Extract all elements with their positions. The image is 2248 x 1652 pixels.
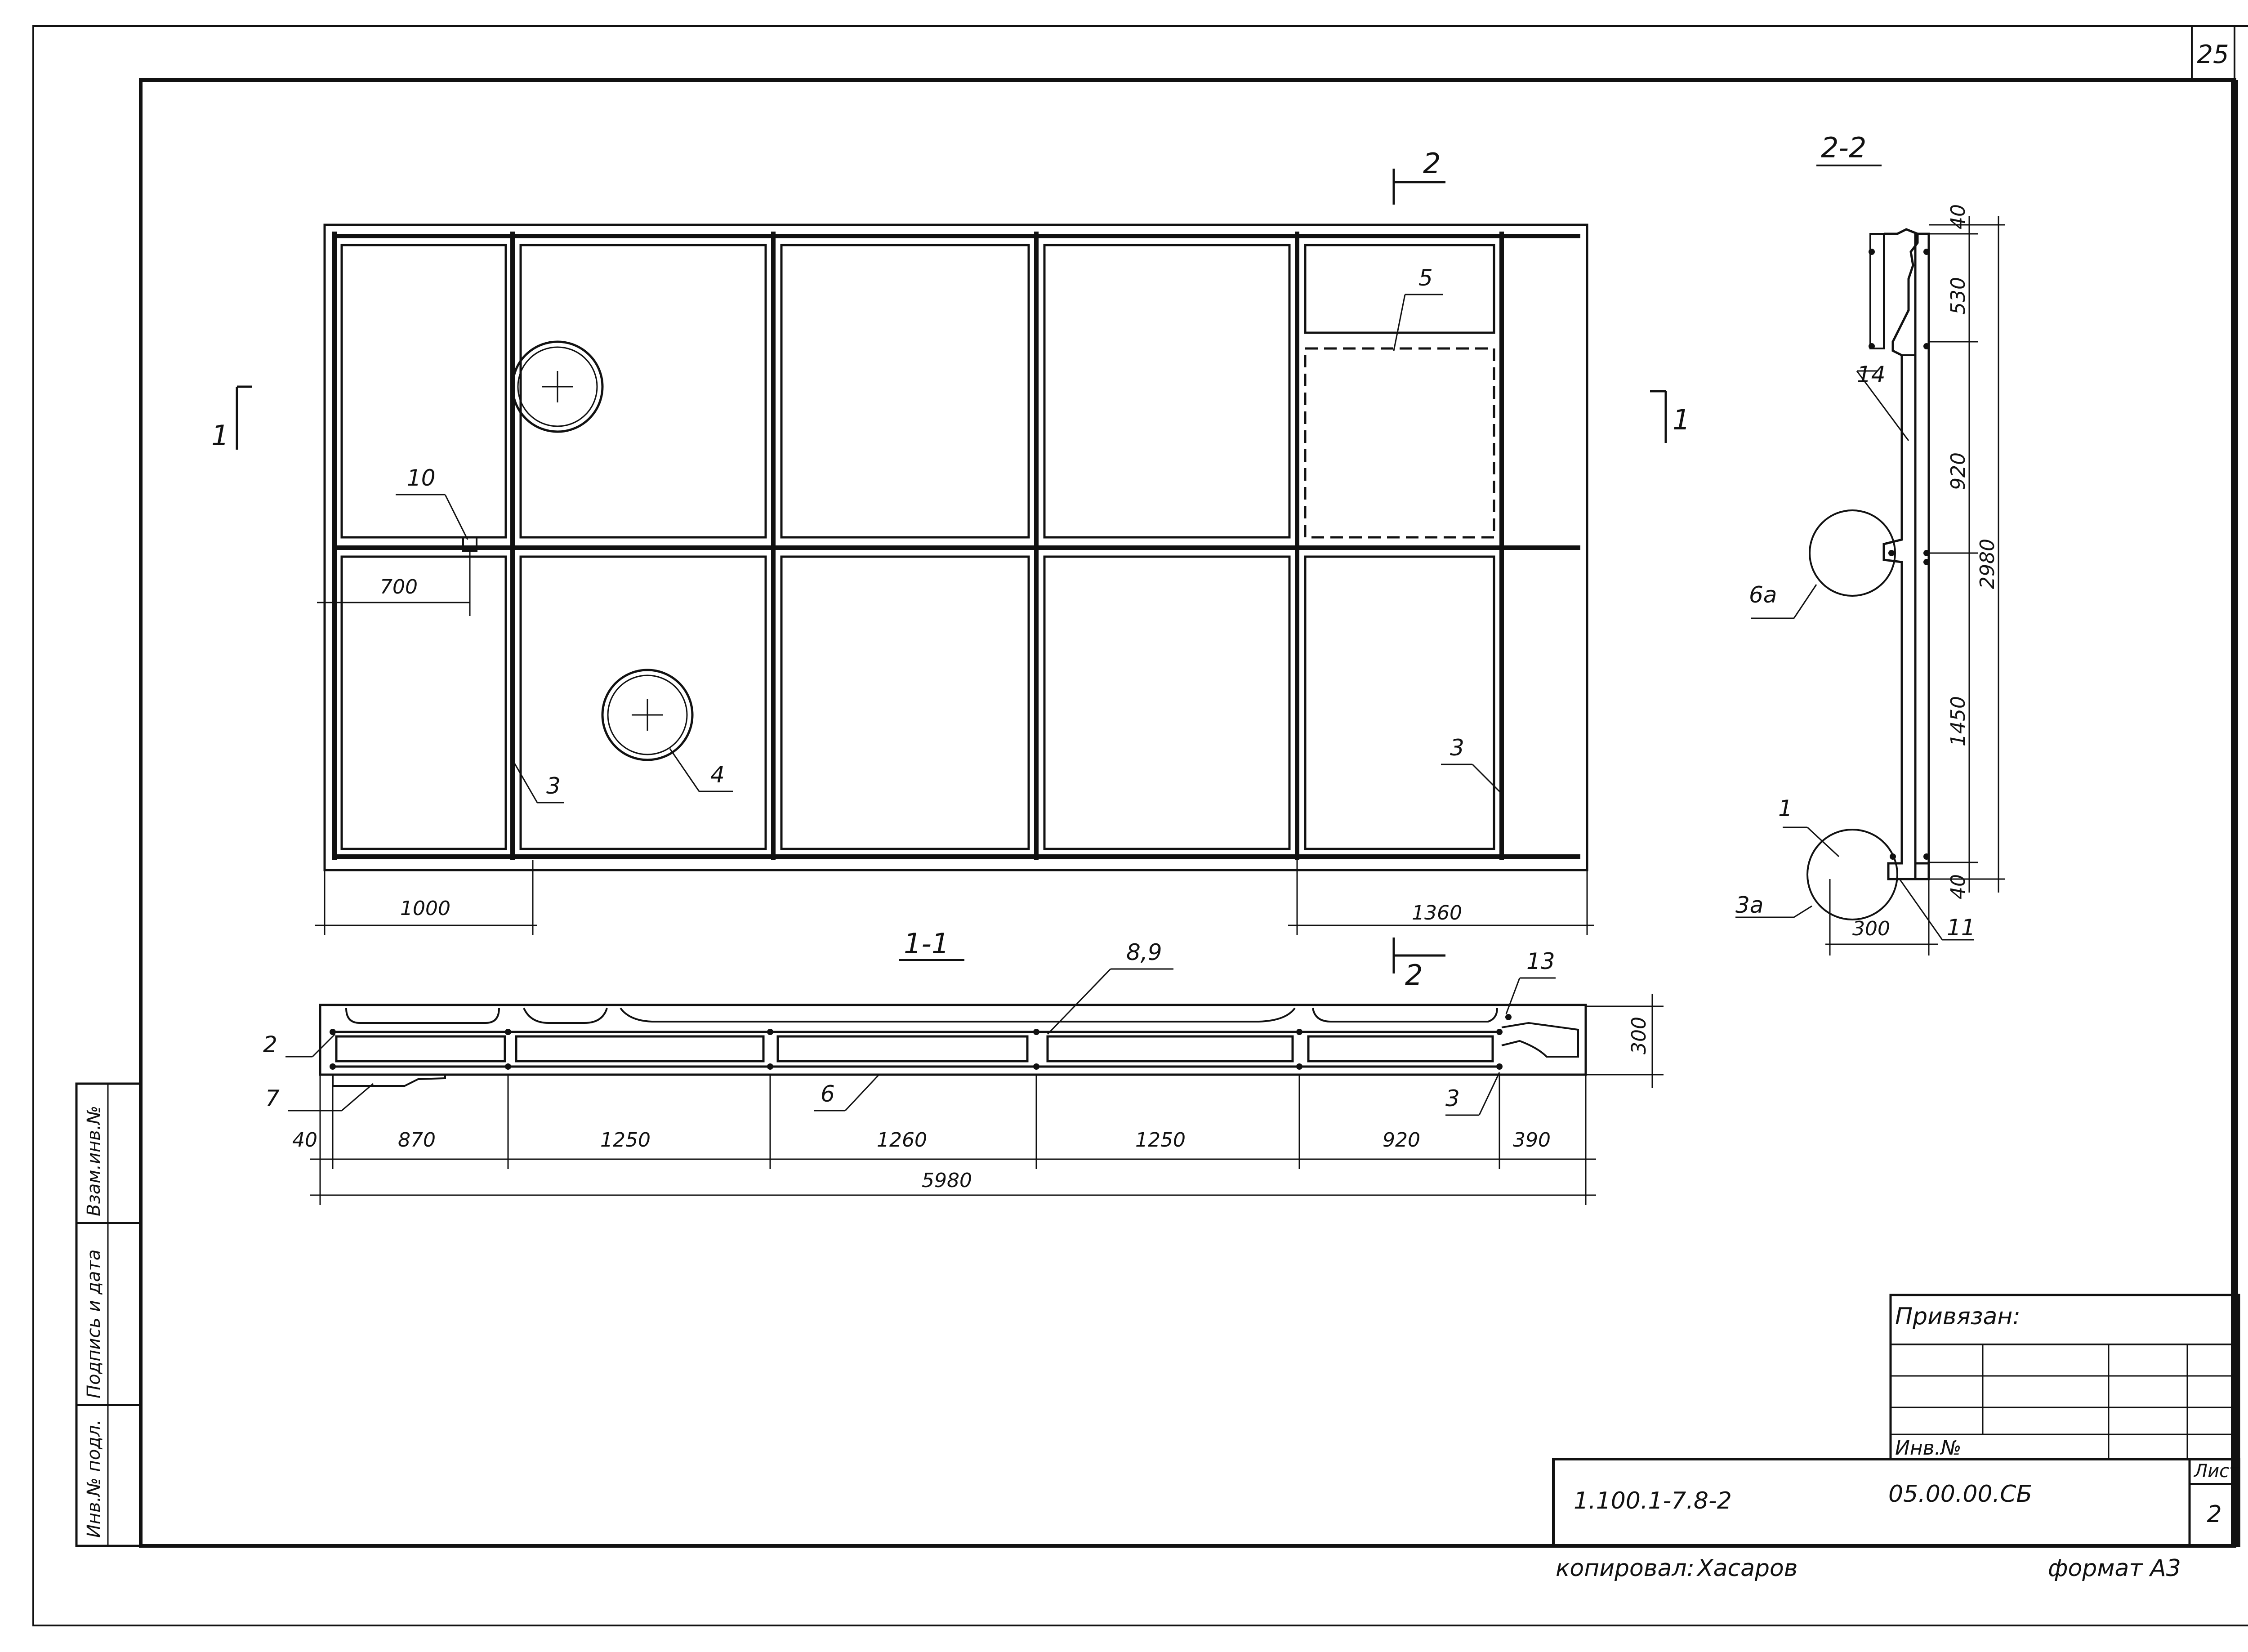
callout-3-left: 3	[546, 773, 561, 799]
callout-3-right: 3	[1450, 735, 1464, 761]
round-openings	[511, 340, 694, 761]
dim-2-2-920: 920	[1947, 452, 1970, 490]
copied-by-label: копировал:	[1556, 1555, 1695, 1582]
title-project-code: 1.100.1-7.8-2	[1574, 1487, 1732, 1514]
callout-13: 13	[1526, 948, 1555, 974]
detail-circle-6a	[1809, 509, 1896, 597]
dim-total-5980: 5980	[922, 1169, 972, 1192]
callout-2: 2	[263, 1031, 277, 1058]
format-label: формат А3	[2048, 1555, 2181, 1582]
callout-3a: 3а	[1735, 892, 1763, 918]
dim-plan-right-1360: 1360	[1412, 902, 1462, 924]
title-sheet-label: Лист	[2193, 1461, 2240, 1482]
section-1-1-cells	[333, 1031, 1502, 1068]
section-mark-2-bottom: 2	[1405, 959, 1423, 991]
plan-outline	[323, 223, 1588, 871]
plan-ribs	[332, 232, 1580, 860]
section-2-2: 2-2 14 6а 1 3а	[1735, 131, 2005, 955]
side-stamp-vzam-inv: Взам.инв.№	[84, 1106, 104, 1216]
plan-panels	[340, 244, 1495, 850]
round-opening	[601, 669, 694, 761]
panel-cell	[1043, 555, 1291, 850]
callout-10: 10	[407, 465, 436, 491]
callout-11: 11	[1947, 915, 1976, 941]
plan-view: 10 5 3 4 3 1 1 2 2	[211, 147, 1690, 991]
outer-trim-border	[32, 25, 2248, 1626]
panel-cell	[340, 555, 507, 850]
side-stamp-signature-date: Подпись и дата	[84, 1250, 104, 1398]
callout-5: 5	[1418, 265, 1433, 291]
panel-cell	[780, 244, 1030, 539]
main-title-cell	[1552, 1458, 2240, 1547]
sheet-frame: 25	[32, 25, 2248, 1626]
side-stamp-inv-podl: Инв.№ подл.	[84, 1420, 104, 1538]
section-2-2-title: 2-2	[1821, 131, 1866, 164]
page-number: 25	[2197, 40, 2229, 69]
title-block: Привязан: Инв.№ 1.100.1-7.8-2 05.00.00.С…	[1552, 1294, 2240, 1547]
copied-by-signature: Хасаров	[1696, 1555, 1798, 1582]
dim-seg-1260: 1260	[877, 1129, 927, 1152]
panel-cell	[780, 555, 1030, 850]
section-1-1-outline	[319, 1004, 1587, 1076]
callout-6a: 6а	[1749, 582, 1777, 608]
section-marks: 1 1 2 2	[211, 147, 1690, 991]
panel-cell	[519, 244, 767, 539]
plan-callouts: 10 5 3 4 3	[396, 265, 1503, 804]
side-stamp: Инв.№ подл. Подпись и дата Взам.инв.№	[75, 1082, 142, 1547]
section-mark-1-left: 1	[211, 419, 229, 452]
round-opening	[511, 340, 604, 433]
dim-seg-1250-a: 1250	[600, 1129, 651, 1152]
section-1-1-title: 1-1	[904, 927, 949, 960]
dim-seg-390: 390	[1513, 1129, 1551, 1152]
dim-seg-40: 40	[292, 1129, 317, 1152]
section-mark-1-right: 1	[1673, 403, 1690, 436]
section-2-2-callouts: 14 6а 1 3а 11	[1735, 362, 1976, 941]
panel-cell	[1043, 244, 1291, 539]
dim-2-2-1450: 1450	[1947, 696, 1970, 746]
callout-4: 4	[710, 762, 725, 788]
callout-14: 14	[1857, 362, 1886, 388]
page-number-box	[2191, 25, 2235, 81]
title-bound-to: Привязан:	[1895, 1303, 2021, 1330]
plan-dimensions: 1000 1360 700	[315, 576, 1594, 935]
panel-cell	[519, 555, 767, 850]
detail-circle-3a	[1806, 829, 1898, 920]
section-1-1-chain-dims: 40 870 1250 1260 1250 920 390 5980	[292, 1075, 1596, 1205]
callout-7: 7	[265, 1085, 280, 1112]
panel-cell-dashed	[1304, 347, 1495, 539]
dim-plan-left-1000: 1000	[400, 897, 450, 920]
callout-3-section: 3	[1445, 1085, 1460, 1112]
panel-cell	[340, 244, 507, 539]
callout-1: 1	[1778, 795, 1793, 822]
dim-seg-1250-b: 1250	[1135, 1129, 1186, 1152]
title-inv-no: Инв.№	[1895, 1437, 1961, 1460]
section-2-2-dims: 40 530 920 1450 40 2980 300	[1825, 204, 2005, 955]
title-doc-code: 05.00.00.СБ	[1888, 1481, 2032, 1508]
section-1-1-callouts: 8,9 13 2 7 6 3	[263, 939, 1556, 1116]
panel-cell	[1304, 244, 1495, 334]
section-mark-2-top: 2	[1423, 147, 1441, 180]
rebar-dots	[330, 1014, 1512, 1070]
dim-2-2-bottom-40: 40	[1947, 874, 1970, 899]
callout-8-9: 8,9	[1126, 939, 1162, 965]
dim-2-2-530: 530	[1947, 277, 1970, 315]
dim-plan-offset-700: 700	[380, 576, 418, 598]
sheet-footer: копировал: Хасаров формат А3	[1556, 1555, 2181, 1582]
dim-seg-870: 870	[398, 1129, 436, 1152]
dim-seg-920: 920	[1383, 1129, 1420, 1152]
title-sheet-number: 2	[2207, 1501, 2221, 1528]
dim-section-1-1-height: 300	[1628, 1017, 1650, 1054]
panel-cell	[1304, 555, 1495, 850]
dim-2-2-top-40: 40	[1947, 204, 1970, 229]
dim-2-2-width: 300	[1852, 917, 1890, 940]
section-1-1: 1-1 8,9	[263, 927, 1664, 1205]
callout-6: 6	[821, 1081, 835, 1107]
dim-2-2-total: 2980	[1976, 539, 1999, 589]
